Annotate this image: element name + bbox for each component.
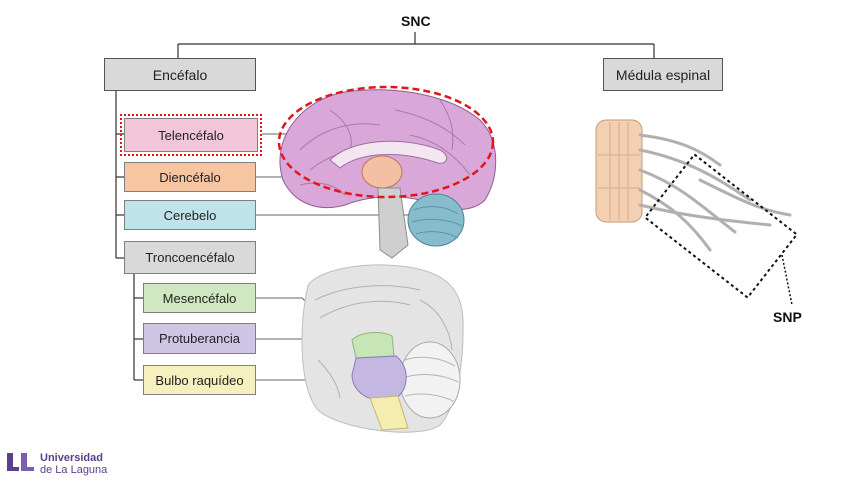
telencefalo-box: Telencéfalo [124, 118, 258, 152]
tree-connectors [115, 32, 655, 381]
protuberancia-box: Protuberancia [143, 323, 256, 354]
logo-line-2: de La Laguna [40, 464, 108, 476]
diencefalo-box: Diencéfalo [124, 162, 256, 192]
encefalo-box: Encéfalo [104, 58, 256, 91]
brainstem-illustration [301, 264, 464, 433]
telencefalo-highlight [120, 114, 262, 156]
medula-espinal-box: Médula espinal [603, 58, 723, 91]
mesencefalo-box: Mesencéfalo [143, 283, 256, 313]
bulbo-raquideo-box: Bulbo raquídeo [143, 365, 256, 395]
root-label: SNC [401, 13, 431, 29]
troncoencefalo-box: Troncoencéfalo [124, 241, 256, 274]
snp-label: SNP [773, 309, 802, 325]
spinal-cord-illustration [595, 119, 799, 306]
cerebelo-box: Cerebelo [124, 200, 256, 230]
brain-illustration [277, 85, 497, 259]
logo-line-1: Universidad [40, 452, 103, 464]
university-logo-icon [6, 451, 36, 473]
